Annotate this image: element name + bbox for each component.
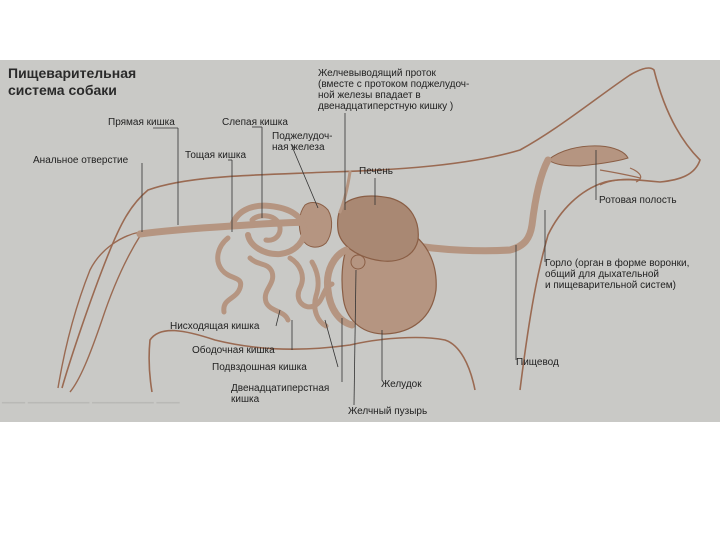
- dog-tail-outline: [57, 231, 141, 393]
- dog-outline: [61, 67, 701, 393]
- small-intestine-coils: [215, 235, 335, 329]
- leader-lines: [141, 113, 597, 406]
- gallbladder-shape: [350, 254, 366, 270]
- label-ileum: Подвздошная кишка: [212, 362, 307, 373]
- label-gallbladder: Желчный пузырь: [348, 406, 428, 417]
- label-oral-cavity: Ротовая полость: [599, 195, 677, 206]
- label-rectum: Прямая кишка: [108, 117, 175, 128]
- label-colon: Ободочная кишка: [192, 345, 275, 356]
- dog-jaw-outline: [599, 167, 642, 183]
- esophagus-tube: [406, 156, 552, 255]
- label-anus: Анальное отверстие: [33, 155, 129, 166]
- liver-shape: [337, 195, 419, 262]
- faded-background-text: ▁▁▁ ▁▁▁▁▁▁▁▁ ▁▁▁▁▁▁▁▁ ▁▁▁: [2, 393, 180, 404]
- label-liver: Печень: [359, 166, 393, 177]
- label-bile-duct: Желчевыводящий проток (вместе с протоком…: [318, 68, 470, 112]
- label-throat: Горло (орган в форме воронки, общий для …: [545, 258, 690, 291]
- rectum-tube: [136, 218, 322, 238]
- oral-cavity-shape: [547, 145, 629, 167]
- label-esophagus: Пищевод: [516, 357, 559, 368]
- diagram-plate: ▁▁▁ ▁▁▁▁▁▁▁▁ ▁▁▁▁▁▁▁▁ ▁▁▁: [0, 60, 720, 422]
- label-pancreas: Поджелудоч- ная железа: [272, 131, 333, 153]
- cecum-loop: [249, 213, 283, 243]
- colon-loop: [229, 202, 308, 258]
- label-descending-colon: Нисходящая кишка: [170, 321, 260, 332]
- label-cecum: Слепая кишка: [222, 117, 288, 128]
- label-stomach: Желудок: [381, 379, 422, 390]
- dog-ear-outline: [599, 178, 641, 186]
- bile-duct-tube: [338, 170, 352, 214]
- diagram-title: Пищеварительная система собаки: [8, 65, 137, 98]
- dog-digestive-illustration: [57, 67, 701, 406]
- label-duodenum: Двенадцатиперстная кишка: [231, 383, 330, 405]
- label-jejunum: Тощая кишка: [185, 150, 247, 161]
